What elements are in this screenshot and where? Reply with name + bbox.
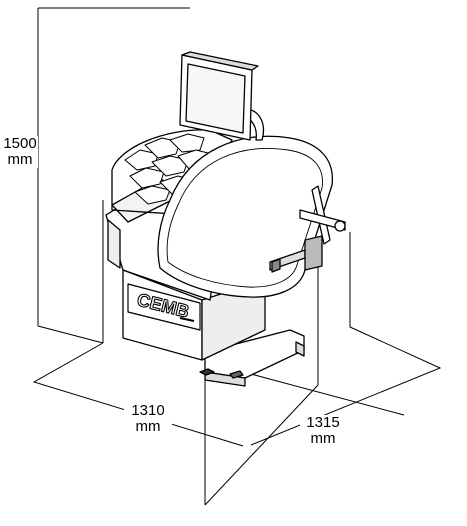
monitor-top-edge (181, 51, 259, 71)
monitor-screen (185, 63, 246, 134)
width-unit: mm (135, 418, 161, 435)
height-unit: mm (7, 151, 33, 168)
hub-flange (304, 235, 323, 271)
pedal-right (229, 370, 244, 379)
compartment (169, 133, 205, 153)
dimension-lines (32, 7, 442, 506)
guard-rail (299, 209, 346, 231)
depth-value: 1315 (306, 414, 340, 431)
logo-underline (179, 317, 195, 322)
depth-dimension-line (250, 232, 442, 446)
width-value: 1310 (131, 402, 165, 419)
height-value: 1500 (3, 135, 37, 152)
height-dimension-label: 1500 mm (2, 136, 38, 168)
depth-dimension-label: 1315 mm (300, 415, 346, 447)
compartment (134, 185, 171, 205)
wheel-balancer: CEMB (105, 51, 346, 387)
compartment (129, 167, 165, 189)
width-extension-right (235, 369, 405, 416)
hood-inner-edge (166, 148, 323, 288)
rail-end-knob (334, 220, 346, 232)
pedal (199, 368, 215, 376)
base-foot-right (295, 341, 305, 357)
width-extension-left (32, 342, 244, 447)
height-extension-bottom (37, 325, 104, 344)
depth-unit: mm (310, 430, 336, 447)
shaft-nut (271, 258, 281, 273)
depth-extension-line (204, 384, 319, 506)
width-dimension-label: 1310 mm (124, 403, 172, 435)
side-panel (107, 219, 121, 269)
